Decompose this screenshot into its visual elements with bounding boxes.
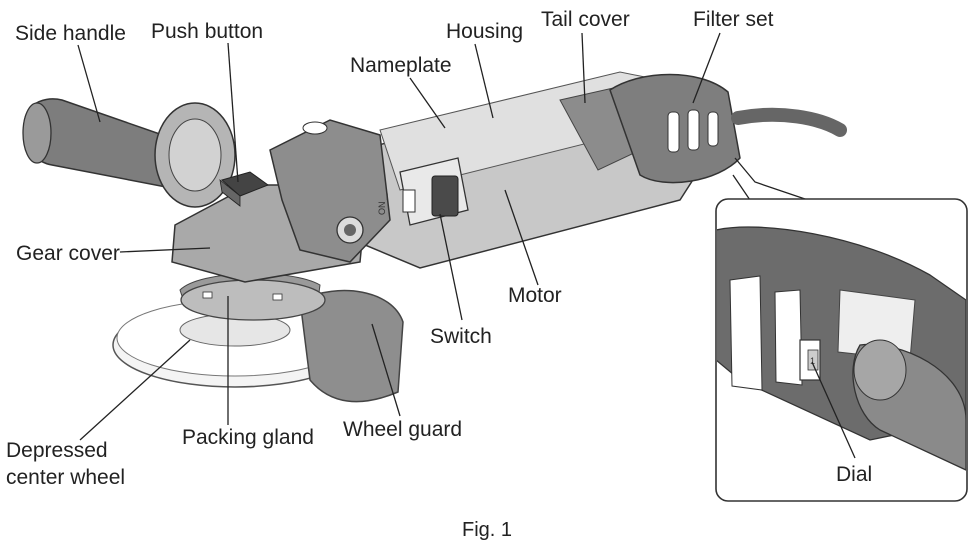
labels: Side handle Push button Housing Tail cov… [6, 8, 872, 489]
power-cord [731, 107, 847, 137]
push-button [219, 171, 270, 207]
label-depressed-center-wheel-line2: center wheel [6, 466, 125, 489]
label-motor: Motor [508, 284, 562, 307]
switch: ON I [377, 157, 469, 226]
label-depressed-center-wheel-line1: Depressed [6, 439, 108, 462]
label-packing-gland: Packing gland [182, 426, 314, 449]
side-handle [22, 98, 236, 208]
label-nameplate: Nameplate [350, 54, 452, 77]
label-dial: Dial [836, 463, 872, 486]
packing-gland [180, 279, 326, 321]
gear-cover [171, 119, 391, 283]
switch-i-mark: I [386, 192, 389, 202]
label-switch: Switch [430, 325, 492, 348]
switch-on-mark: ON [377, 202, 387, 216]
leader-lines [77, 32, 856, 459]
label-tail-cover: Tail cover [541, 8, 630, 31]
label-housing: Housing [446, 20, 523, 43]
label-push-button: Push button [151, 20, 263, 43]
inset-pointer [721, 157, 809, 206]
dial-value: 1 [810, 356, 815, 366]
dial-inset: 1 [715, 198, 968, 502]
label-wheel-guard: Wheel guard [343, 418, 462, 441]
label-side-handle: Side handle [15, 22, 126, 45]
label-gear-cover: Gear cover [16, 242, 120, 265]
figure-caption: Fig. 1 [462, 519, 512, 541]
label-filter-set: Filter set [693, 8, 774, 31]
filter-set [609, 73, 741, 184]
